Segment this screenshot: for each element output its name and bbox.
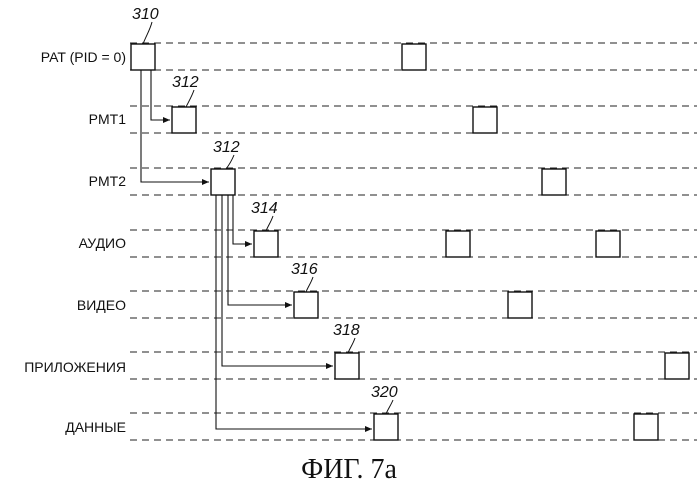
ref-320: 320 [371, 384, 398, 401]
ref-312-pmt1: 312 [172, 74, 199, 91]
row-label-video: ВИДЕО [77, 297, 126, 313]
audio-packet-314 [254, 231, 278, 257]
pmt1-packet [473, 107, 497, 133]
figure-caption: ФИГ. 7а [301, 454, 397, 485]
ref-314: 314 [251, 200, 278, 217]
row-label-audio: АУДИО [79, 235, 127, 251]
packets [131, 44, 689, 440]
row-label-pmt2: PMT2 [89, 173, 127, 189]
video-packet [508, 292, 532, 318]
row-labels: PAT (PID = 0) PMT1 PMT2 АУДИО ВИДЕО ПРИЛ… [24, 49, 126, 435]
ref-312-pmt2: 312 [213, 139, 240, 156]
row-label-pmt1: PMT1 [89, 111, 127, 127]
ref-316: 316 [291, 261, 318, 278]
data-packet-320 [374, 414, 398, 440]
app-packet-318 [335, 353, 359, 379]
row-label-data: ДАННЫЕ [65, 419, 126, 435]
video-packet-316 [294, 292, 318, 318]
pmt2-packet-312 [211, 169, 235, 195]
audio-packet [446, 231, 470, 257]
arrow-pmt2-to-audio [233, 195, 252, 244]
data-packet [634, 414, 658, 440]
app-packet [665, 353, 689, 379]
row-label-applications: ПРИЛОЖЕНИЯ [24, 359, 126, 375]
arrow-pmt2-to-applications [222, 195, 333, 366]
pat-packet [402, 44, 426, 70]
arrow-pat-to-pmt1 [151, 70, 170, 120]
ref-318: 318 [333, 322, 360, 339]
pat-packet-310 [131, 44, 155, 70]
pmt1-packet-312 [172, 107, 196, 133]
ref-310: 310 [132, 6, 159, 23]
pmt2-packet [542, 169, 566, 195]
row-label-pat: PAT (PID = 0) [41, 49, 126, 65]
audio-packet [596, 231, 620, 257]
